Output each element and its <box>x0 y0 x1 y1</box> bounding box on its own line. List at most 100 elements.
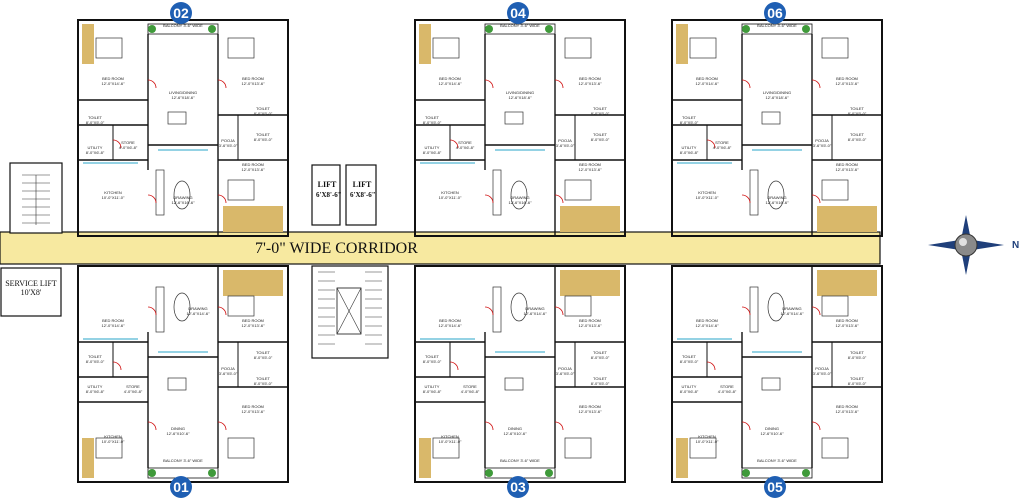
room-label-kitchen-size: 10'-0"X11'-0" <box>438 439 462 444</box>
room-label-pooja-size: 3'-6"X5'-0" <box>555 143 575 148</box>
balcony-shading <box>676 438 688 478</box>
room-label-balcony: BALCONY 3'-6" WIDE <box>500 23 540 28</box>
plant <box>208 25 216 33</box>
bed <box>95 437 123 459</box>
room-label-toilet-c-size: 8'-0"X5'-0" <box>847 381 867 386</box>
room-label-toilet-c-size: 8'-0"X5'-0" <box>253 137 273 142</box>
room-label-toilet-a-size: 8'-0"X5'-0" <box>422 359 442 364</box>
door-swing <box>484 79 494 89</box>
bed <box>821 295 849 317</box>
room-label-kitchen-name: KITCHEN <box>441 190 459 195</box>
unit-badge-04: 04 <box>507 2 529 24</box>
door-swing <box>217 421 227 431</box>
lift-1-size: 6'X8'-6" <box>316 191 342 199</box>
room-label-store-size: 4'-0"X6'-8" <box>118 145 138 150</box>
balcony-shading <box>82 24 94 64</box>
room-label-drawing-size: 12'-6"X16'-6" <box>765 200 789 205</box>
door-swing <box>811 79 821 89</box>
door-swing <box>811 194 821 204</box>
room-label-dining-name: DINING <box>508 426 522 431</box>
room-label-bed-room-a-name: BED ROOM <box>102 318 124 323</box>
room-label-balcony-name: BALCONY 3'-6" WIDE <box>500 458 540 463</box>
room-label-store-name: STORE <box>121 140 135 145</box>
room-label-utility-size: 8'-0"X6'-8" <box>679 389 699 394</box>
room-label-living-size: 12'-6"X18'-6" <box>508 95 532 100</box>
room-label-kitchen-size: 10'-0"X11'-0" <box>101 439 125 444</box>
room-label-utility-name: UTILITY <box>424 384 440 389</box>
balcony-shading <box>82 438 94 478</box>
room-label-drawing-size: 12'-6"X14'-6" <box>186 311 210 316</box>
room-label-balcony-name: BALCONY 3'-6" WIDE <box>500 23 540 28</box>
plant <box>545 25 553 33</box>
lift-1-label: LIFT 6'X8'-6" <box>316 180 342 200</box>
room-label-toilet-c-size: 8'-0"X5'-0" <box>590 381 610 386</box>
room-label-drawing-size: 12'-6"X14'-6" <box>523 311 547 316</box>
plant <box>148 25 156 33</box>
room-label-bed-room-a-size: 12'-0"X14'-6" <box>101 81 125 86</box>
room-label-bed-room-c-name: BED ROOM <box>579 404 601 409</box>
drawing-rug <box>767 292 785 322</box>
room-label-bed-room-b-size: 12'-0"X13'-6" <box>578 81 602 86</box>
room-label-balcony: BALCONY 3'-6" WIDE <box>757 458 797 463</box>
plant <box>742 469 750 477</box>
balcony-shading <box>676 24 688 64</box>
bed <box>432 437 460 459</box>
room-label-bed-room-b-name: BED ROOM <box>242 76 264 81</box>
balcony-shading <box>560 206 620 232</box>
bed <box>821 37 849 59</box>
balcony-shading <box>223 206 283 232</box>
room-label-toilet-c-size: 8'-0"X5'-0" <box>847 137 867 142</box>
room-label-pooja-name: POOJA <box>558 138 572 143</box>
room-label-bed-room-b-size: 12'-0"X13'-6" <box>241 81 265 86</box>
room-label-drawing-name: DRAWING <box>173 195 193 200</box>
room-label-toilet-a-name: TOILET <box>682 115 696 120</box>
bed <box>689 37 717 59</box>
door-swing <box>484 194 494 204</box>
door-swing <box>449 361 459 371</box>
unit-badge-06: 06 <box>764 2 786 24</box>
room-label-bed-room-a-name: BED ROOM <box>696 318 718 323</box>
room-label-balcony-name: BALCONY 3'-6" WIDE <box>757 458 797 463</box>
room-label-bed-room-b-size: 12'-0"X13'-6" <box>578 323 602 328</box>
room-label-drawing-name: DRAWING <box>782 306 802 311</box>
room-label-bed-room-b-name: BED ROOM <box>579 76 601 81</box>
room-label-toilet-a-size: 8'-0"X5'-0" <box>679 359 699 364</box>
bed <box>689 437 717 459</box>
bed <box>95 37 123 59</box>
room-label-drawing-size: 12'-6"X16'-6" <box>171 200 195 205</box>
room-label-bed-room-a-size: 12'-0"X14'-6" <box>101 323 125 328</box>
room-label-pooja-size: 3'-6"X5'-0" <box>812 371 832 376</box>
room-label-toilet-b-size: 8'-0"X5'-0" <box>847 355 867 360</box>
drawing-rug <box>173 180 191 210</box>
room-label-dining-size: 12'-6"X10'-6" <box>503 431 527 436</box>
room-label-toilet-a-name: TOILET <box>88 354 102 359</box>
room-label-store-name: STORE <box>715 140 729 145</box>
room-label-bed-room-b-name: BED ROOM <box>579 318 601 323</box>
room-label-utility-size: 8'-0"X6'-8" <box>422 150 442 155</box>
